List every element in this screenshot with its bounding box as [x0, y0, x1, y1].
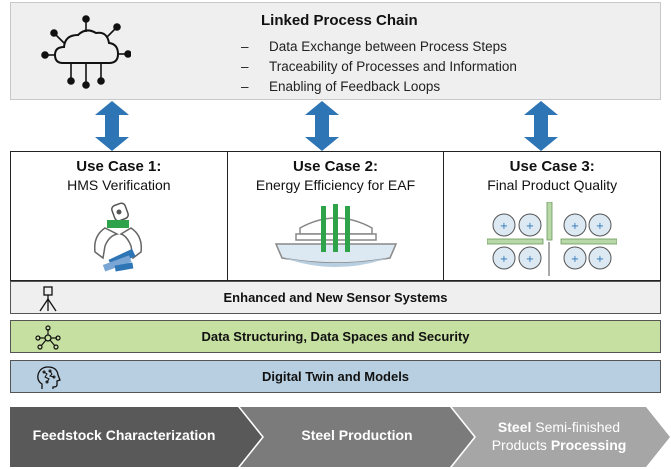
- use-case-3: Use Case 3: Final Product Quality + + + + …: [444, 152, 660, 280]
- use-case-2: Use Case 2: Energy Efficiency for EAF: [228, 152, 445, 280]
- network-hub-icon: [35, 325, 61, 350]
- svg-text:+: +: [571, 254, 579, 265]
- benefit-text: Data Exchange between Process Steps: [269, 39, 507, 54]
- use-case-title: Use Case 2:: [292, 158, 379, 175]
- benefit-item: – Traceability of Processes and Informati…: [241, 57, 517, 77]
- linked-process-chain-panel: Linked Process Chain – Data Exchange betw…: [10, 2, 661, 100]
- svg-text:+: +: [526, 254, 534, 265]
- process-chain-chevrons: [10, 407, 670, 467]
- svg-text:+: +: [500, 254, 508, 265]
- benefit-item: – Enabling of Feedback Loops: [241, 77, 517, 97]
- double-arrow-icon: [95, 101, 129, 151]
- bullet-dash: –: [241, 39, 249, 54]
- digital-twin-band: Digital Twin and Models: [10, 360, 661, 393]
- head-brain-icon: [37, 366, 61, 389]
- use-cases-row: Use Case 1: HMS Verification Use Case 2:…: [10, 151, 661, 281]
- chain-step-processing: Steel Semi-finished Products Processing: [474, 418, 644, 454]
- rolling-mill-icon: + + + + + + + +: [487, 202, 618, 276]
- electric-arc-furnace-icon: [274, 204, 397, 267]
- svg-text:+: +: [596, 221, 604, 232]
- processing-text: Semi-finished: [531, 419, 621, 435]
- chevron-steel-production: [240, 407, 474, 467]
- bullet-dash: –: [241, 79, 249, 94]
- use-case-subtitle: Final Product Quality: [487, 177, 618, 193]
- double-arrow-icon: [305, 101, 339, 151]
- benefit-text: Enabling of Feedback Loops: [269, 79, 441, 94]
- bullet-dash: –: [241, 59, 249, 74]
- cloud-network-icon: [41, 15, 131, 89]
- digital-twin-label: Digital Twin and Models: [261, 369, 410, 384]
- processing-bold-word: Processing: [550, 437, 627, 453]
- double-arrow-icon: [524, 101, 558, 151]
- svg-text:+: +: [571, 221, 579, 232]
- use-case-subtitle: HMS Verification: [67, 177, 171, 193]
- use-case-1: Use Case 1: HMS Verification: [11, 152, 228, 280]
- data-structuring-label: Data Structuring, Data Spaces and Securi…: [201, 329, 470, 344]
- robot-gripper-icon: [93, 202, 142, 272]
- processing-text: Products: [491, 437, 551, 453]
- sensor-systems-band: Enhanced and New Sensor Systems: [10, 281, 661, 314]
- data-structuring-band: Data Structuring, Data Spaces and Securi…: [10, 320, 661, 353]
- sensor-systems-label: Enhanced and New Sensor Systems: [223, 290, 448, 305]
- svg-text:+: +: [526, 221, 534, 232]
- chevron-feedstock: [10, 407, 262, 467]
- chain-step-feedstock: Feedstock Characterization: [32, 427, 216, 443]
- use-case-subtitle: Energy Efficiency for EAF: [255, 177, 416, 193]
- svg-text:+: +: [500, 221, 508, 232]
- use-case-title: Use Case 1:: [76, 158, 162, 175]
- tripod-sensor-icon: [39, 286, 57, 312]
- benefit-text: Traceability of Processes and Informatio…: [269, 59, 517, 74]
- benefit-item: – Data Exchange between Process Steps: [241, 37, 517, 57]
- chain-step-steel-production: Steel Production: [301, 427, 413, 443]
- linked-process-chain-title: Linked Process Chain: [261, 12, 418, 29]
- processing-bold-word: Steel: [497, 419, 532, 435]
- benefits-list: – Data Exchange between Process Steps – Tr…: [241, 37, 517, 97]
- use-case-title: Use Case 3:: [509, 158, 595, 175]
- chevron-processing: [452, 407, 670, 467]
- svg-text:+: +: [596, 254, 604, 265]
